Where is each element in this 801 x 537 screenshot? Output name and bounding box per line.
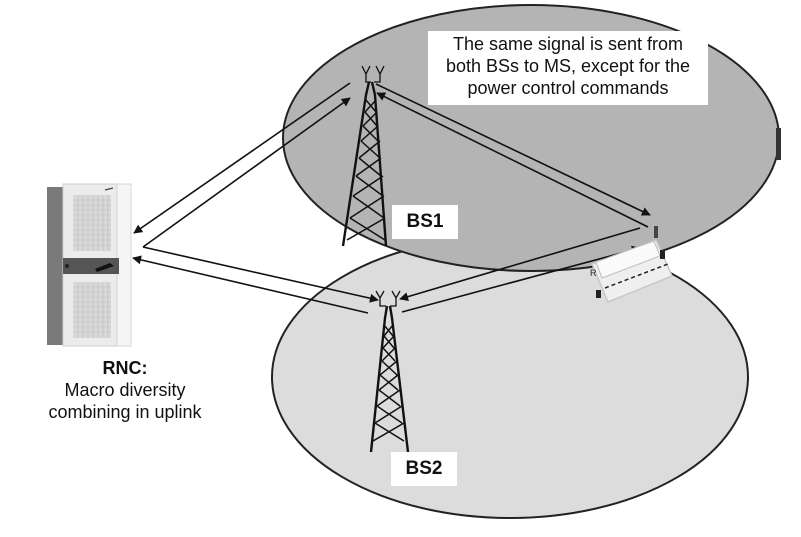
bs2-cell-coverage xyxy=(271,235,749,519)
bs2-label: BS2 xyxy=(391,452,457,486)
rnc-title: RNC: xyxy=(102,358,148,378)
rnc-cabinet-icon xyxy=(47,183,132,347)
link-bs1-to-rnc xyxy=(133,82,351,234)
bs1-tower-icon xyxy=(341,65,388,247)
link-bs2-to-rnc xyxy=(132,255,369,314)
rnc-description-line-1: Macro diversity xyxy=(64,380,186,400)
link-rnc-to-bs1 xyxy=(142,97,351,248)
signal-callout: The same signal is sent from both BSs to… xyxy=(428,31,708,105)
link-ms-to-bs1 xyxy=(376,92,649,228)
rnc-label: RNC: Macro diversity combining in uplink xyxy=(20,357,230,423)
link-rnc-to-bs2 xyxy=(142,246,379,303)
link-bs2-to-ms xyxy=(401,245,641,313)
callout-line-2: both BSs to MS, except for the xyxy=(445,56,691,76)
bs1-label: BS1 xyxy=(392,205,458,239)
cell-edge-mark xyxy=(776,128,781,160)
link-bs1-to-ms xyxy=(375,83,651,216)
svg-text:R: R xyxy=(590,268,597,278)
link-ms-to-bs2 xyxy=(399,227,641,302)
bs2-tower-icon xyxy=(369,290,410,453)
rnc-description-line-2: combining in uplink xyxy=(48,402,202,422)
callout-line-3: power control commands xyxy=(467,78,669,98)
callout-line-1: The same signal is sent from xyxy=(452,34,684,54)
mobile-station-icon: R xyxy=(590,226,673,303)
